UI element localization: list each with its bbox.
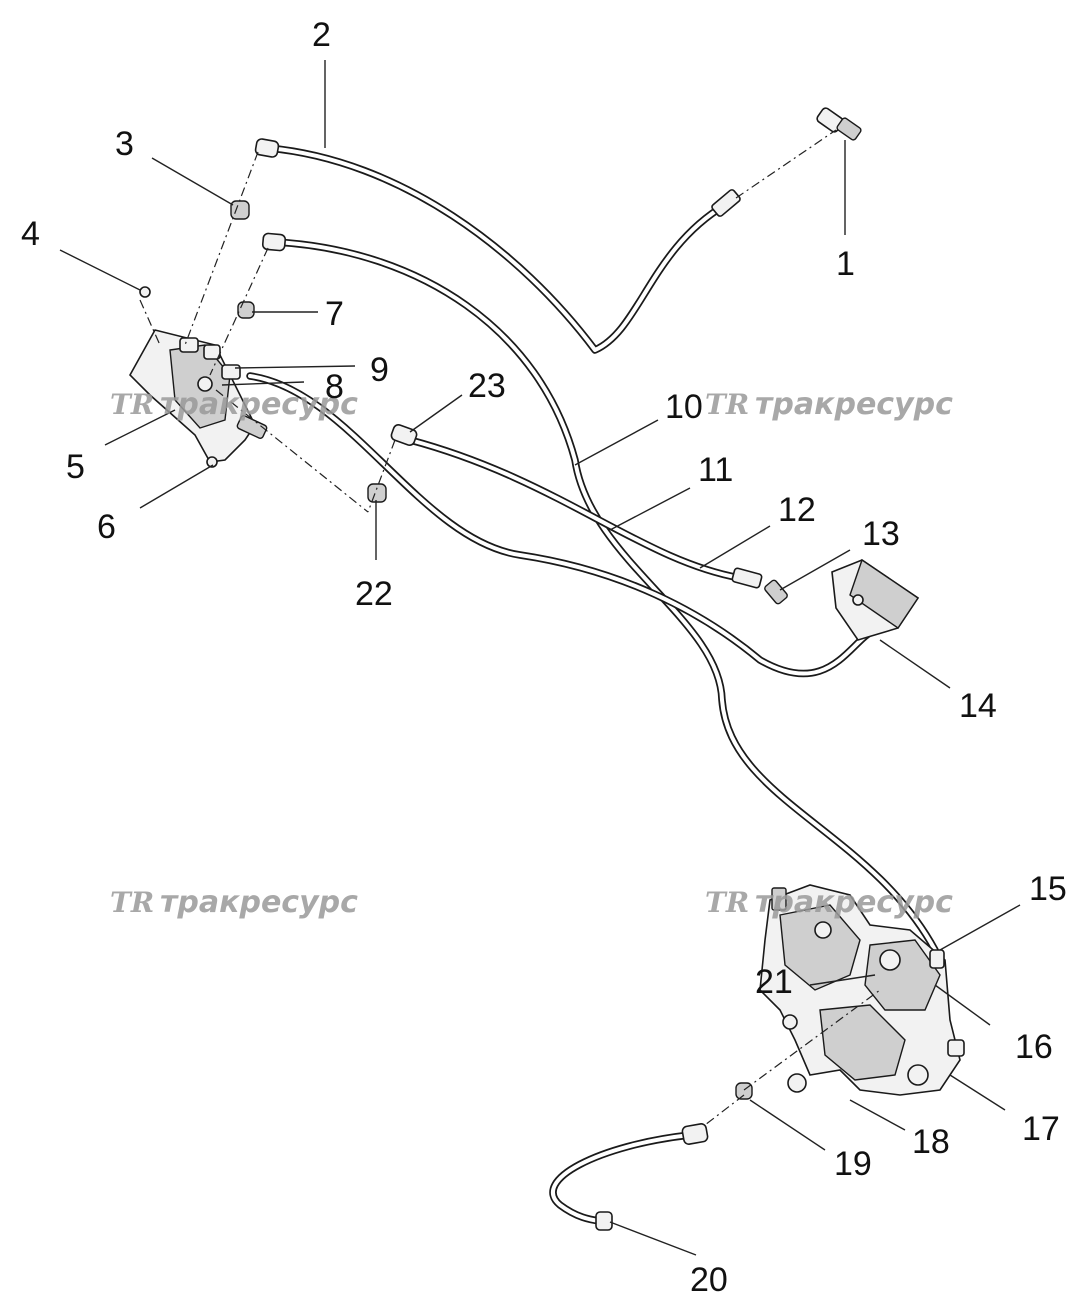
callout-2: 2 — [312, 16, 331, 54]
leader-lines — [59, 60, 1021, 1256]
adapter-7 — [237, 301, 255, 319]
callout-8: 8 — [325, 368, 344, 406]
watermark-logo: TR — [110, 388, 154, 421]
hose-11 — [246, 372, 879, 678]
assembly-lines — [139, 129, 881, 1126]
watermark-bottom-left: TR тракресурс — [110, 885, 358, 920]
callout-12: 12 — [778, 491, 816, 529]
callout-18: 18 — [912, 1123, 950, 1161]
bolt-4 — [139, 286, 151, 298]
callout-5: 5 — [66, 448, 85, 486]
watermark-logo: TR — [110, 886, 154, 919]
watermark-logo: TR — [705, 886, 749, 919]
callout-17: 17 — [1022, 1110, 1060, 1148]
callout-1: 1 — [836, 245, 855, 283]
hose-2 — [264, 144, 729, 354]
watermark-text: тракресурс — [160, 387, 358, 422]
valve-block-14 — [831, 558, 920, 641]
fitting-13 — [731, 567, 788, 605]
callout-15: 15 — [1029, 870, 1067, 908]
callout-11: 11 — [698, 451, 733, 489]
callout-16: 16 — [1015, 1028, 1053, 1066]
callout-6: 6 — [97, 508, 116, 546]
callout-13: 13 — [862, 515, 900, 553]
callout-23: 23 — [468, 367, 506, 405]
watermark-text: тракресурс — [755, 387, 953, 422]
callout-10: 10 — [665, 388, 703, 426]
elbow-fitting-1 — [711, 107, 862, 217]
callout-9: 9 — [370, 351, 389, 389]
callout-14: 14 — [959, 687, 997, 725]
callout-7: 7 — [325, 295, 344, 333]
hose-end-fittings-20 — [595, 1123, 709, 1231]
callout-numbers: 1 2 3 4 5 6 7 8 9 10 11 12 13 14 15 16 1… — [21, 16, 1067, 1299]
callout-22: 22 — [355, 575, 393, 613]
watermark-top-left: TR тракресурс — [110, 387, 358, 422]
callout-19: 19 — [834, 1145, 872, 1183]
callout-21: 21 — [755, 963, 793, 1001]
pump-assembly — [759, 884, 965, 1096]
watermark-bottom-right: TR тракресурс — [705, 885, 953, 920]
watermark-text: тракресурс — [160, 885, 358, 920]
hose-end-fittings-2 — [254, 138, 287, 252]
callout-20: 20 — [690, 1261, 728, 1299]
callout-4: 4 — [21, 215, 40, 253]
watermark-top-right: TR тракресурс — [705, 387, 953, 422]
hose-20 — [549, 1131, 694, 1226]
control-valve-assembly — [129, 329, 268, 468]
hose-10 — [271, 238, 939, 954]
watermark-text: тракресурс — [755, 885, 953, 920]
elbow-fitting-23 — [390, 423, 418, 447]
adapter-22 — [367, 483, 387, 503]
adapter-3 — [230, 200, 250, 220]
watermark-logo: TR — [705, 388, 749, 421]
callout-3: 3 — [115, 125, 134, 163]
